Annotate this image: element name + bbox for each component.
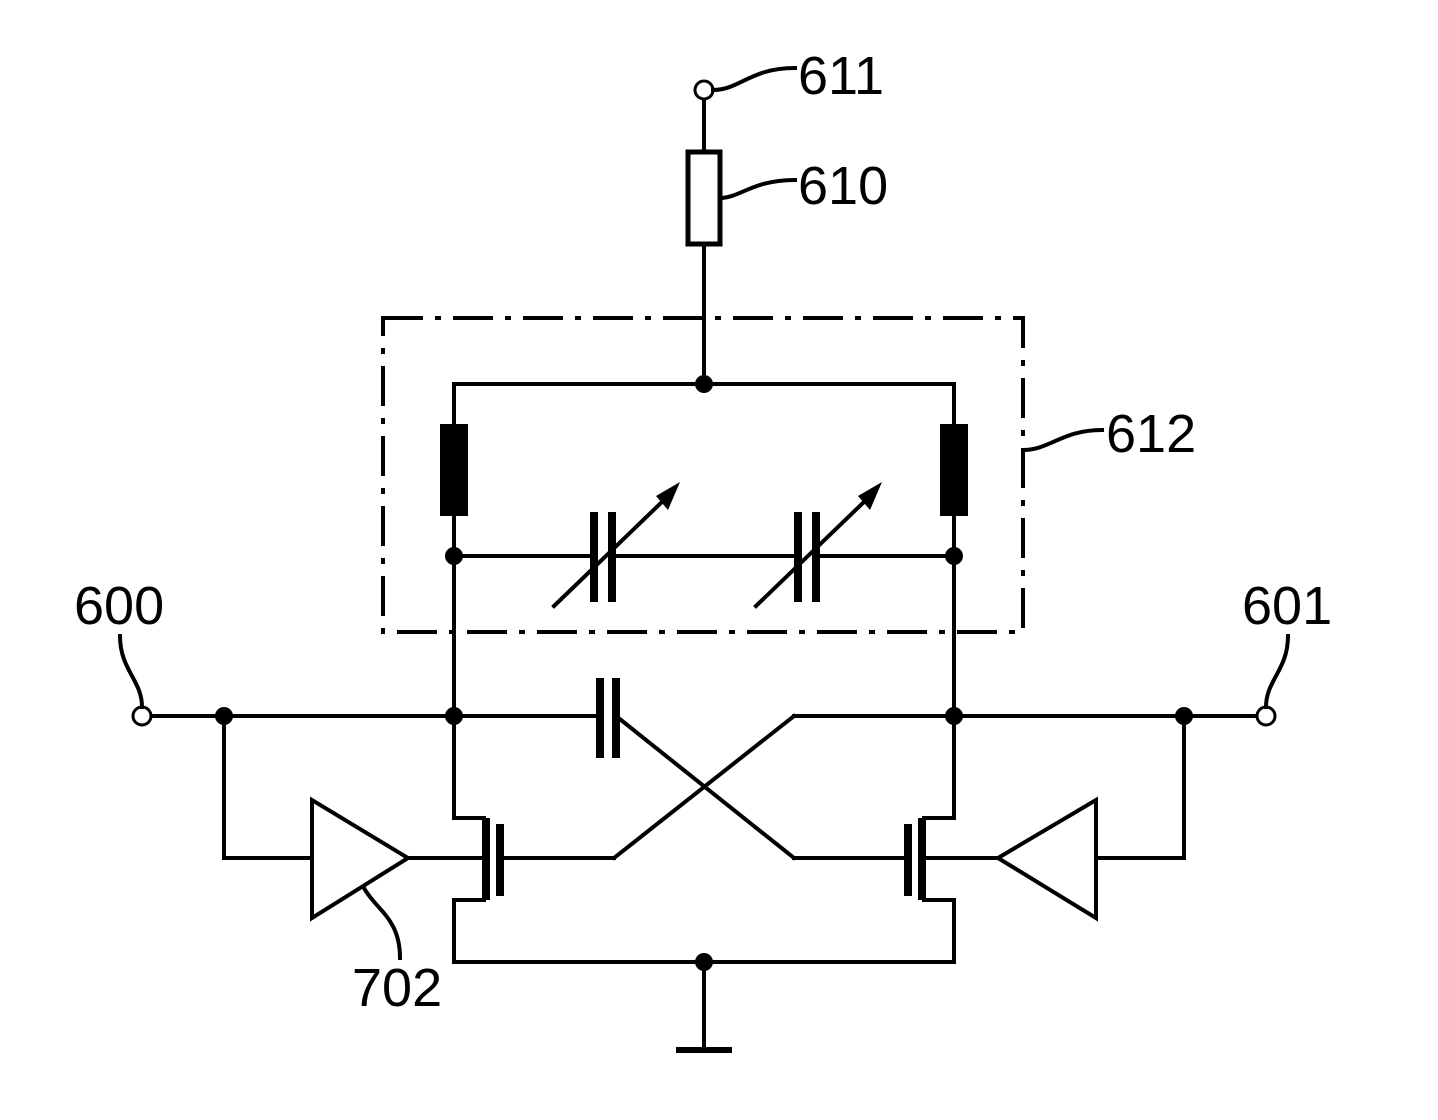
label-612: 612 [1106, 404, 1196, 464]
terminal-611 [695, 81, 713, 99]
amplifier-triangle-icon [312, 800, 408, 918]
cross-coupling [500, 716, 904, 858]
amplifier-right [922, 716, 1184, 918]
label-611: 611 [798, 46, 884, 106]
label-610: 610 [798, 156, 888, 216]
resistor-610 [688, 152, 720, 244]
terminal-600 [133, 707, 151, 725]
amplifier-702-left: 702 [224, 716, 486, 1018]
tank-circuit-612: 612 [383, 318, 1196, 716]
output-lines: 600 601 [74, 576, 1332, 758]
supply-section: 611 610 [688, 46, 888, 384]
label-702: 702 [352, 958, 442, 1018]
amplifier-triangle-icon [998, 800, 1096, 918]
ground [454, 953, 954, 1050]
label-601: 601 [1242, 576, 1332, 636]
label-600: 600 [74, 576, 164, 636]
transistor-left [454, 716, 500, 962]
terminal-601 [1257, 707, 1275, 725]
inductor-left [440, 424, 468, 516]
inductor-right [940, 424, 968, 516]
varactor-left-arrow-icon [554, 482, 680, 606]
transistor-right [908, 716, 954, 962]
